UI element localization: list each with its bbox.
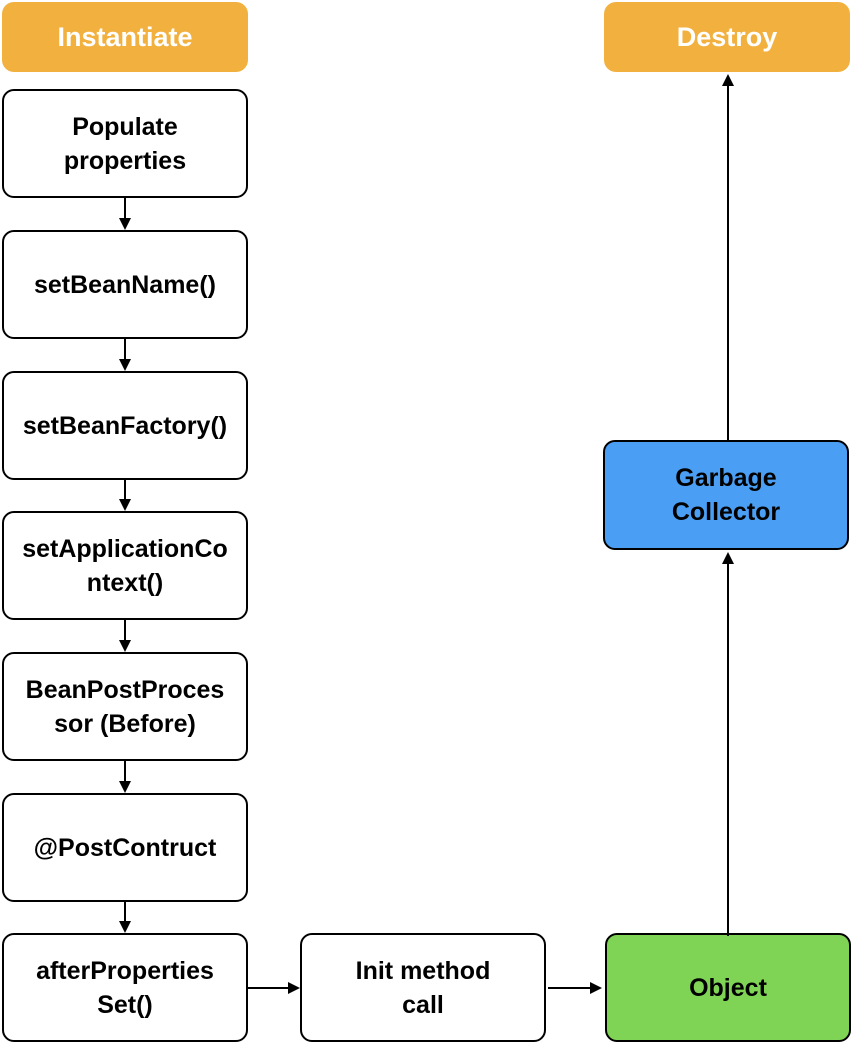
init-method-call-node: Init method call	[300, 933, 546, 1042]
init-method-call-line-2: call	[402, 990, 444, 1019]
arrowhead-10	[722, 74, 734, 86]
object-label: Object	[689, 973, 767, 1002]
populate-properties-node: Populate properties	[2, 89, 248, 198]
post-construct-line-1: @PostContruct	[33, 833, 217, 862]
init-method-call-line-1: Init method	[355, 956, 491, 985]
set-bean-factory-node: setBeanFactory()	[2, 371, 248, 480]
arrowhead-2	[119, 359, 131, 371]
garbage-collector-node: Garbage Collector	[603, 440, 849, 550]
bean-post-processor-line-2: sor (Before)	[54, 709, 196, 738]
set-bean-name-line-1: setBeanName()	[33, 270, 216, 299]
arrowhead-4	[119, 640, 131, 652]
bean-post-processor-node: BeanPostProces sor (Before)	[2, 652, 248, 761]
bean-post-processor-line-1: BeanPostProces	[25, 675, 225, 704]
instantiate-label: Instantiate	[57, 21, 193, 52]
arrowhead-7	[288, 982, 300, 994]
populate-properties-line-2: properties	[63, 146, 187, 175]
instantiate-node: Instantiate	[2, 2, 248, 72]
garbage-collector-line-2: Collector	[671, 498, 781, 526]
arrowhead-9	[722, 552, 734, 564]
set-bean-name-node: setBeanName()	[2, 230, 248, 339]
after-properties-set-node: afterProperties Set()	[2, 933, 248, 1042]
post-construct-node: @PostContruct	[2, 793, 248, 902]
after-properties-set-line-1: afterProperties	[36, 956, 214, 985]
garbage-collector-line-1: Garbage	[675, 464, 777, 492]
arrowhead-3	[119, 499, 131, 511]
destroy-label: Destroy	[676, 21, 778, 52]
arrowhead-8	[590, 982, 602, 994]
set-application-context-node: setApplicationCo ntext()	[2, 511, 248, 620]
set-bean-factory-line-1: setBeanFactory()	[22, 411, 228, 440]
populate-properties-line-1: Populate	[72, 112, 178, 141]
arrowhead-5	[119, 781, 131, 793]
set-application-context-line-1: setApplicationCo	[22, 534, 228, 563]
set-application-context-line-2: ntext()	[86, 568, 164, 597]
destroy-node: Destroy	[604, 2, 850, 72]
arrowhead-1	[119, 218, 131, 230]
after-properties-set-line-2: Set()	[97, 990, 153, 1019]
arrowhead-6	[119, 921, 131, 933]
